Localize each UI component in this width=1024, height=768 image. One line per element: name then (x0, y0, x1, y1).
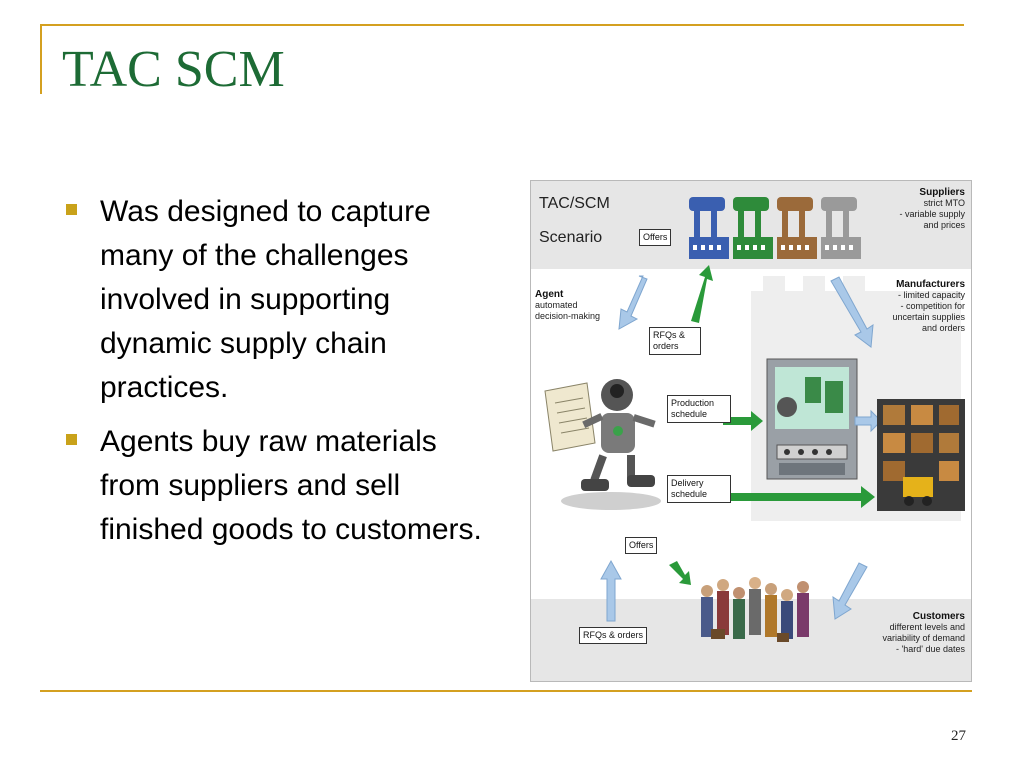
bullet-marker (66, 204, 77, 215)
bullet-item: Was designed to capture many of the chal… (62, 190, 502, 410)
offers-tag-top: Offers (639, 229, 672, 246)
production-schedule-tag: Production schedule (667, 395, 731, 423)
robot-agent-icon (561, 379, 661, 510)
agent-line: automated (535, 300, 578, 310)
bullet-text: Agents buy raw materials from suppliers … (100, 425, 482, 546)
arrow-production-icon (723, 411, 763, 431)
customers-line: variability of demand (882, 633, 965, 643)
tac-scm-diagram: TAC/SCM Scenario Suppliers strict MTO - … (530, 180, 972, 682)
rfqs-orders-tag-mid: RFQs & orders (649, 327, 701, 355)
page-number: 27 (951, 728, 966, 744)
arrow-customer-requests-icon (600, 559, 622, 622)
arrow-from-customers-icon (832, 562, 868, 620)
frame-left-rule (40, 24, 42, 94)
manufacturers-line: - limited capacity (897, 290, 965, 300)
frame-top-rule (40, 24, 964, 26)
diagram-artwork (544, 197, 965, 642)
bullet-text: Was designed to capture many of the chal… (100, 195, 431, 404)
suppliers-line: strict MTO (923, 198, 965, 208)
arrow-offers-to-customers-icon (669, 561, 691, 585)
diagram-title-line-2: Scenario (539, 229, 603, 246)
request-arrows (600, 275, 874, 622)
bullet-item: Agents buy raw materials from suppliers … (62, 420, 502, 552)
suppliers-label: Suppliers strict MTO - variable supply a… (865, 187, 965, 231)
manufacturers-line: and orders (921, 323, 965, 333)
bullet-marker (66, 434, 77, 445)
backdrop-chimney (803, 276, 825, 316)
arrow-delivery-icon (723, 486, 875, 508)
factory-machine-icon (766, 358, 858, 480)
rfqs-orders-tag-bottom: RFQs & orders (579, 627, 648, 644)
flow-arrows (669, 265, 875, 585)
backdrop-chimney (763, 276, 785, 316)
conveyor-arrow-icon (854, 409, 882, 433)
agent-label: Agent automated decision-making (535, 289, 615, 322)
manufacturers-heading: Manufacturers (896, 279, 965, 290)
delivery-schedule-tag: Delivery schedule (667, 475, 731, 503)
newspaper-icon (544, 382, 596, 452)
bottom-rule (40, 690, 972, 692)
manufacturers-line: - competition for (900, 301, 965, 311)
customers-crowd-icon (701, 577, 809, 642)
slide-title: TAC SCM (62, 41, 285, 98)
agent-heading: Agent (535, 289, 564, 300)
arrow-to-suppliers-icon (618, 275, 648, 330)
suppliers-line: - variable supply (899, 209, 965, 219)
offers-tag-bottom: Offers (625, 537, 658, 554)
diagram-title-line-1: TAC/SCM (539, 195, 610, 212)
customers-heading: Customers (912, 611, 965, 622)
supplier-windows (693, 245, 853, 250)
customers-line: - 'hard' due dates (896, 644, 965, 654)
arrow-to-manufacturers-icon (830, 276, 874, 348)
manufacturers-line: uncertain supplies (892, 312, 965, 322)
manufacturers-label: Manufacturers - limited capacity - compe… (855, 279, 965, 334)
agent-line: decision-making (535, 311, 601, 321)
customers-line: different levels and (889, 622, 965, 632)
suppliers-heading: Suppliers (919, 187, 965, 198)
bullet-list: Was designed to capture many of the chal… (62, 190, 502, 562)
warehouse-icon (877, 399, 965, 511)
customers-label: Customers different levels and variabili… (855, 611, 965, 655)
arrow-supplies-icon (691, 265, 713, 323)
suppliers-line: and prices (923, 220, 965, 230)
